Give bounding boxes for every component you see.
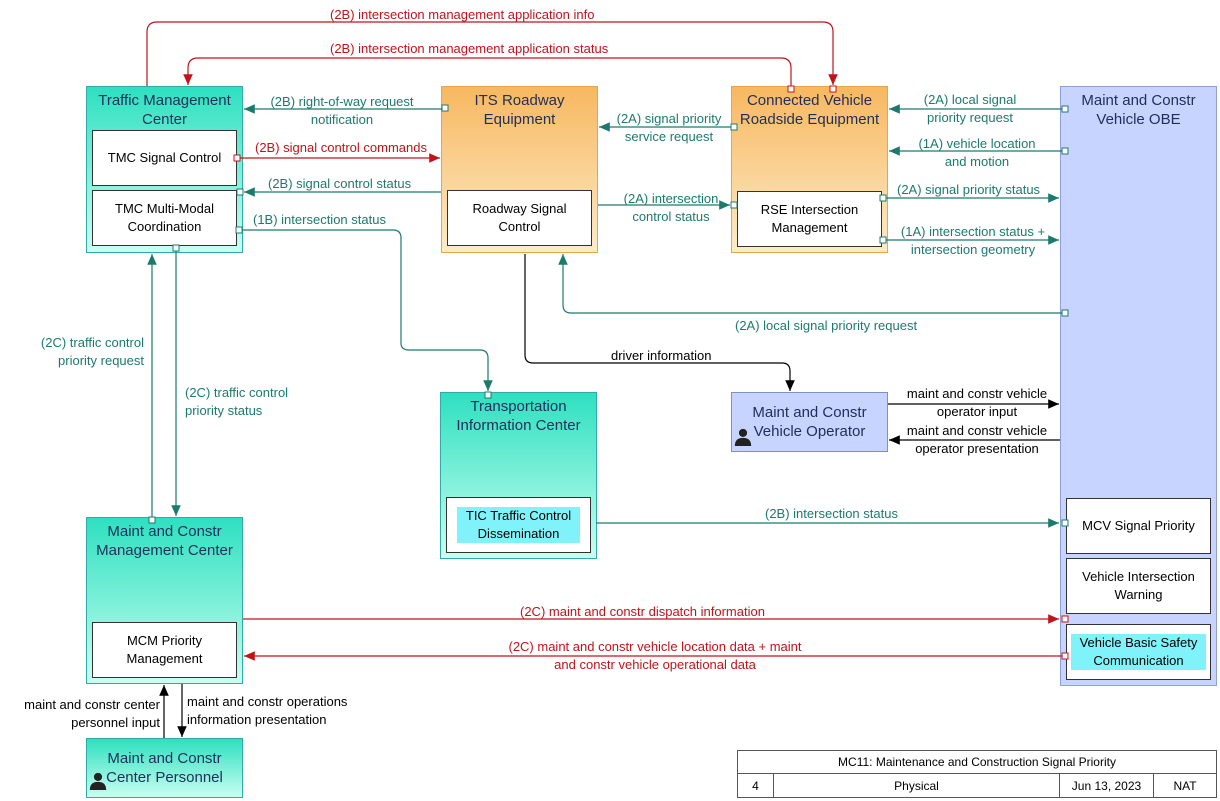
obe-signal-priority: MCV Signal Priority (1066, 498, 1211, 554)
tic-title: Transportation Information Center (456, 398, 581, 434)
flow-app-status: (2B) intersection management application… (330, 41, 609, 56)
flow-intersection-control: (2A) intersection control status (623, 191, 719, 224)
title-block-view: Physical (773, 773, 1060, 798)
tmc-title: Traffic Management Center (98, 92, 231, 128)
flow-location-data: (2C) maint and constr vehicle location d… (508, 639, 802, 672)
flow-operator-presentation: maint and constr vehicle operator presen… (906, 423, 1048, 456)
its-signal-control: Roadway Signal Control (447, 190, 592, 246)
cvrse-title: Connected Vehicle Roadside Equipment (739, 92, 880, 128)
operator-title: Maint and Constr Vehicle Operator (752, 404, 867, 440)
obe-intersection-warning: Vehicle Intersection Warning (1066, 558, 1211, 614)
flow-signal-commands: (2B) signal control commands (255, 140, 427, 155)
flow-app-info: (2B) intersection management application… (330, 7, 595, 22)
flow-tc-request: (2C) traffic control priority request (40, 335, 144, 368)
operator-box: Maint and Constr Vehicle Operator (731, 392, 888, 452)
mcm-box: Maint and Constr Management Center MCM P… (86, 517, 243, 684)
flow-row-request: (2B) right-of-way request notification (270, 94, 414, 127)
its-title: ITS Roadway Equipment (474, 92, 565, 128)
personnel-box: Maint and Constr Center Personnel (86, 738, 243, 798)
tic-box: Transportation Information Center TIC Tr… (440, 392, 597, 559)
tmc-multimodal: TMC Multi-Modal Coordination (92, 190, 237, 246)
mcm-priority: MCM Priority Management (92, 622, 237, 678)
obe-title: Maint and Constr Vehicle OBE (1081, 92, 1196, 128)
title-block-title: MC11: Maintenance and Construction Signa… (737, 750, 1217, 774)
cvrse-intersection-mgmt: RSE Intersection Management (737, 191, 882, 247)
flow-local-signal-req: (2A) local signal priority request (923, 92, 1017, 125)
tic-dissemination-label: TIC Traffic Control Dissemination (457, 507, 580, 543)
flow-dispatch: (2C) maint and constr dispatch informati… (520, 604, 765, 619)
flow-driver-info: driver information (611, 348, 712, 363)
its-box: ITS Roadway Equipment Roadway Signal Con… (441, 86, 598, 253)
operator-person-icon (734, 428, 752, 446)
flow-tc-status: (2C) traffic control priority status (185, 385, 289, 418)
tmc-box: Traffic Management Center TMC Signal Con… (86, 86, 243, 253)
flow-operator-input: maint and constr vehicle operator input (906, 386, 1048, 419)
flow-intersection-status-1b: (1B) intersection status (253, 212, 386, 227)
flow-priority-service: (2A) signal priority service request (616, 111, 722, 144)
title-block-scope: NAT (1153, 773, 1217, 798)
obe-bsm-label: Vehicle Basic Safety Communication (1071, 634, 1206, 670)
personnel-person-icon (89, 772, 107, 790)
cvrse-box: Connected Vehicle Roadside Equipment RSE… (731, 86, 888, 253)
obe-bsm: Vehicle Basic Safety Communication (1066, 624, 1211, 680)
mcm-title: Maint and Constr Management Center (96, 523, 233, 559)
flow-intersection-geom: (1A) intersection status + intersection … (900, 224, 1046, 257)
tic-dissemination: TIC Traffic Control Dissemination (446, 497, 591, 553)
flow-personnel-input: maint and constr center personnel input (24, 697, 160, 730)
flow-local-signal-req-long: (2A) local signal priority request (735, 318, 918, 333)
title-block-date: Jun 13, 2023 (1059, 773, 1154, 798)
personnel-title: Maint and Constr Center Personnel (106, 750, 223, 786)
flow-priority-status-2a: (2A) signal priority status (897, 182, 1041, 197)
title-block-page: 4 (737, 773, 774, 798)
flow-intersection-status-2b: (2B) intersection status (765, 506, 898, 521)
flow-vehicle-location: (1A) vehicle location and motion (918, 136, 1036, 169)
flow-ops-presentation: maint and constr operations information … (187, 694, 348, 727)
flow-signal-status: (2B) signal control status (268, 176, 412, 191)
obe-box: Maint and Constr Vehicle OBE MCV Signal … (1060, 86, 1217, 686)
